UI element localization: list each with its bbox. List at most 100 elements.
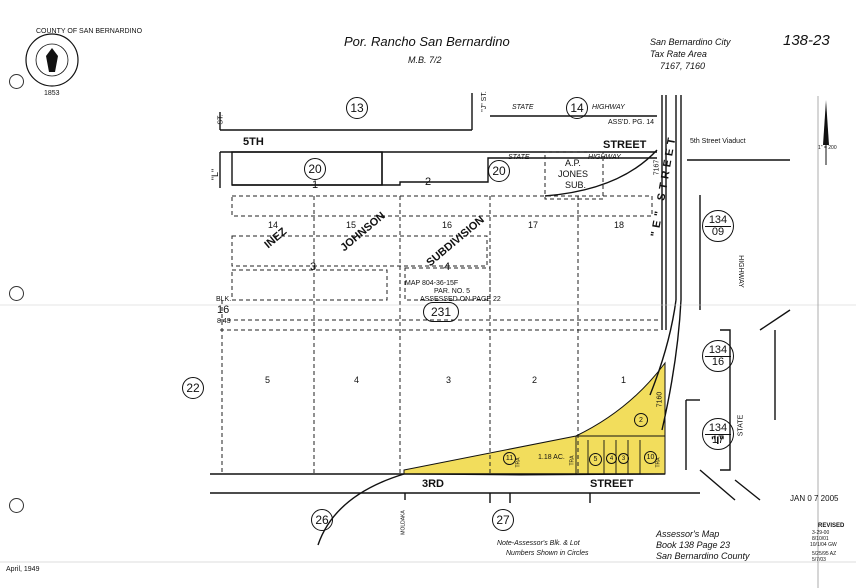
street-label-street-top: STREET [603, 139, 647, 151]
block-number: 16 [217, 304, 230, 316]
parcel-circle-27[interactable]: 27 [492, 509, 514, 531]
street-label-st: ST. [217, 114, 225, 125]
block-number-4: 4 [444, 261, 451, 273]
lot-number: 3 [446, 375, 452, 385]
lot-number: 4 [354, 375, 360, 385]
county-seal [25, 33, 79, 87]
small-parcel-circle[interactable]: 3 [618, 453, 629, 464]
note-line-2: Numbers Shown in Circles [506, 550, 589, 557]
revised-date: 3-29-00 [812, 530, 830, 536]
book-ref-bottom: 17 [711, 433, 725, 446]
parcel-circle-26[interactable]: 26 [311, 509, 333, 531]
highway-label-top: HIGHWAY [592, 104, 625, 111]
book-ref-divider [705, 225, 731, 227]
book-page-label: Book 138 Page 23 [656, 540, 731, 550]
street-lines [210, 93, 791, 546]
binder-hole-icon [9, 286, 24, 301]
book-ref-top: 134 [708, 213, 728, 226]
revised-date: 5/25/95 AZ [812, 551, 837, 557]
lot-number: 17 [528, 220, 539, 230]
ap-jones-line3: SUB. [565, 180, 587, 190]
tax-rate-area-label: Tax Rate Area [650, 49, 707, 59]
top-block-2: 2 [425, 176, 432, 188]
par-ref: PAR. NO. 5 [434, 288, 471, 295]
small-parcel-circle[interactable]: 11 [503, 452, 516, 465]
seal-year: 1853 [44, 90, 60, 97]
book-ref-134-09[interactable]: 134 09 [702, 210, 734, 242]
small-parcel-circle[interactable]: 5 [589, 453, 602, 466]
parcel-circle-14[interactable]: 14 [566, 97, 588, 119]
tra-7167-label: 7167 [653, 159, 661, 176]
binder-hole-icon [9, 498, 24, 513]
lot-number: 5 [265, 375, 271, 385]
tra-mark: TRA [655, 457, 662, 468]
lot-number: 15 [346, 220, 357, 230]
revised-date: 5/7/03 [812, 557, 826, 563]
date-stamp: JAN 0 7 2005 [790, 494, 839, 503]
parcel-circle-20a[interactable]: 20 [304, 158, 326, 180]
state-label-right: STATE [737, 414, 745, 437]
block-sub: 8.43 [217, 318, 231, 325]
map-ref: MAP 804-36-15F [405, 280, 459, 287]
assd-page-label: ASS'D. PG. 14 [608, 119, 655, 126]
lot-lines [220, 151, 660, 474]
tax-rate-area-values: 7167, 7160 [660, 61, 706, 71]
book-ref-134-17[interactable]: 134 17 [702, 418, 734, 450]
tra-7160-label: 7160 [656, 391, 664, 408]
page-number: 138-23 [783, 32, 830, 49]
revised-date: 10/1/04 GW [810, 542, 837, 548]
parcel-circle-13[interactable]: 13 [346, 97, 368, 119]
date-left: April, 1949 [6, 566, 40, 573]
block-label: BLK. [216, 296, 232, 303]
binder-hole-icon [9, 74, 24, 89]
street-label-street-bottom: STREET [590, 478, 634, 490]
north-arrow-icon [823, 100, 829, 165]
parcel-circle-20b[interactable]: 20 [488, 160, 510, 182]
block-number-3: 3 [310, 261, 317, 273]
book-ref-top: 134 [708, 421, 728, 434]
revised-label: REVISED [818, 523, 845, 529]
lot-number: 2 [532, 375, 538, 385]
lot-number: 18 [614, 220, 625, 230]
highway-label-right: HIGHWAY [736, 255, 744, 288]
book-ref-bottom: 16 [711, 355, 725, 368]
book-ref-top: 134 [708, 343, 728, 356]
map-title: Por. Rancho San Bernardino [344, 34, 510, 49]
small-parcel-circle[interactable]: 2 [634, 413, 648, 427]
tra-mark: TRA [569, 455, 576, 466]
small-street-label: MOLDAKA [400, 510, 407, 535]
book-ref-divider [705, 433, 731, 435]
street-label-j: "J" ST. [480, 91, 488, 112]
tra-mark: TRA [515, 457, 522, 468]
street-label-5th: 5TH [243, 136, 264, 148]
map-subtitle: M.B. 7/2 [408, 55, 442, 65]
small-parcel-circle[interactable]: 4 [606, 453, 617, 464]
state-label-mid: STATE [508, 154, 530, 161]
lot-number: 1 [621, 375, 627, 385]
lot-number: 16 [442, 220, 453, 230]
assessor-map-label: Assessor's Map [656, 529, 720, 539]
book-ref-bottom: 09 [711, 225, 725, 238]
parcel-oval-231[interactable]: 231 [423, 302, 459, 322]
revised-date: 8/10/01 [812, 536, 829, 542]
parcel-circle-22[interactable]: 22 [182, 377, 204, 399]
note-line-1: Note-Assessor's Blk. & Lot [497, 540, 580, 547]
seal-ring-text: COUNTY OF SAN BERNARDINO [36, 28, 143, 35]
street-label-3rd: 3RD [422, 478, 445, 490]
assessed-on: ASSESSED ON PAGE 22 [420, 296, 501, 303]
book-ref-134-16[interactable]: 134 16 [702, 340, 734, 372]
scale-note: 1" = 200 [818, 145, 837, 151]
street-label-l: "L" [210, 168, 221, 181]
small-parcel-circle[interactable]: 10 [644, 451, 657, 464]
ap-jones-line2: JONES [558, 169, 589, 179]
viaduct-label: 5th Street Viaduct [690, 138, 746, 145]
ap-jones-line1: A.P. [565, 158, 581, 168]
lot-number: 14 [268, 220, 279, 230]
top-block-1: 1 [312, 179, 319, 191]
state-label-top: STATE [512, 104, 534, 111]
book-ref-divider [705, 355, 731, 357]
city-label: San Bernardino City [650, 37, 731, 47]
highway-label-mid: HIGHWAY [588, 154, 621, 161]
county-label: San Bernardino County [656, 551, 750, 561]
